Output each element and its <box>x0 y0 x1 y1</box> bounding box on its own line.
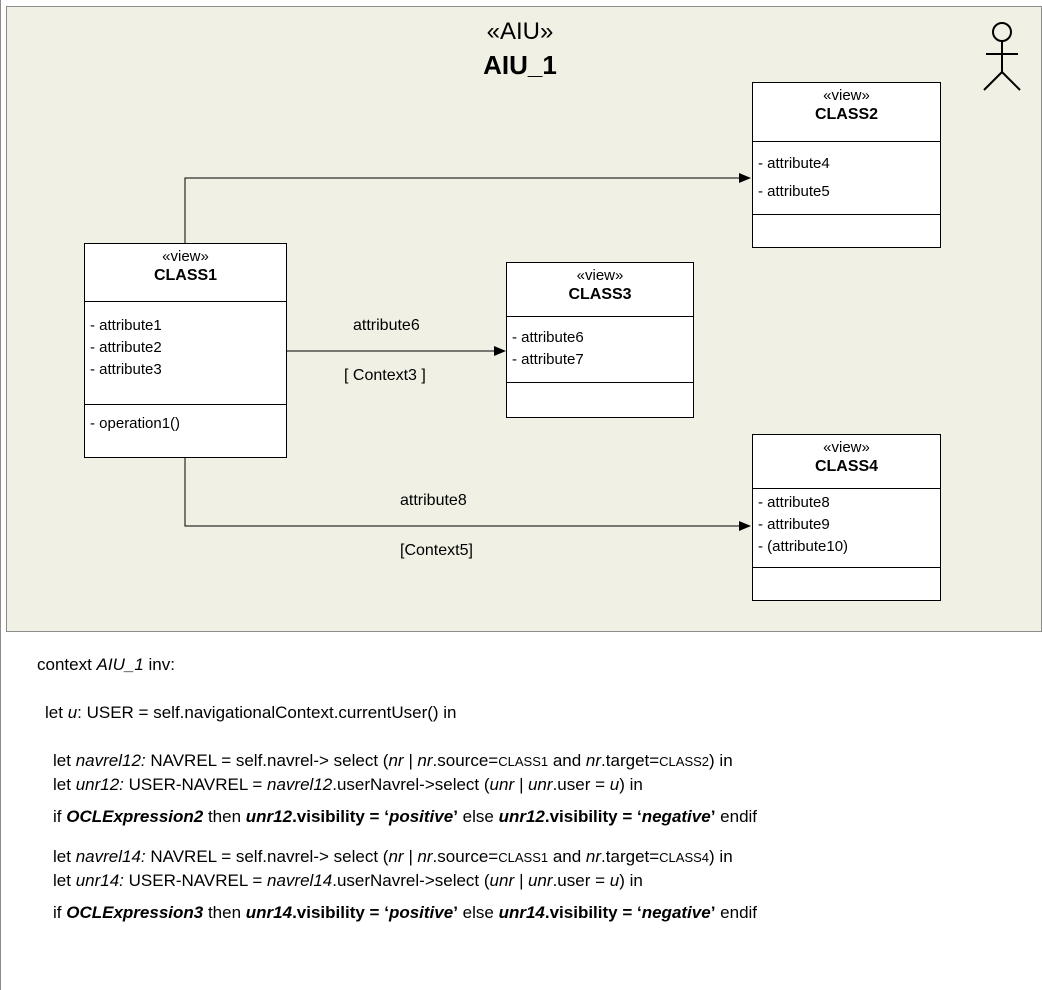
class2-header: «view» CLASS2 <box>753 83 940 142</box>
ocl-context-line: context AIU_1 inv: <box>37 655 175 674</box>
class3-attribute: - attribute6 <box>512 329 584 346</box>
class1-attributes: - attribute1 - attribute2 - attribute3 <box>85 302 286 405</box>
class4-operations <box>753 568 940 576</box>
class3-stereotype: «view» <box>576 267 624 284</box>
class4-name: CLASS4 <box>814 458 879 475</box>
class3-box[interactable]: «view» CLASS3 - attribute6 - attribute7 <box>506 262 694 418</box>
class3-header: «view» CLASS3 <box>507 263 693 317</box>
aiu-stereotype: «AIU» <box>486 18 554 45</box>
ocl-if-unr14-line: if OCLExpression3 then unr14.visibility … <box>53 903 758 922</box>
class1-header: «view» CLASS1 <box>85 244 286 302</box>
edge-class1-class2 <box>184 173 751 244</box>
class1-name: CLASS1 <box>153 267 218 284</box>
class2-box[interactable]: «view» CLASS2 - attribute4 - attribute5 <box>752 82 941 248</box>
class3-attributes: - attribute6 - attribute7 <box>507 317 693 383</box>
ocl-let-unr14-line: let unr14: USER-NAVREL = navrel14.userNa… <box>53 871 643 890</box>
class2-operations <box>753 215 940 223</box>
ocl-let-navrel12-line: let navrel12: NAVREL = self.navrel-> sel… <box>53 751 733 770</box>
page-border <box>0 0 1 990</box>
class3-attribute: - attribute7 <box>512 351 584 368</box>
class1-attribute: - attribute3 <box>90 361 162 378</box>
edge-class1-class4 <box>184 458 751 531</box>
ocl-let-navrel14-line: let navrel14: NAVREL = self.navrel-> sel… <box>53 847 733 866</box>
ocl-let-user-line: let u: USER = self.navigationalContext.c… <box>45 703 457 722</box>
class4-attribute: - attribute8 <box>758 494 830 511</box>
class4-attribute: - attribute9 <box>758 516 830 533</box>
class2-attribute: - attribute4 <box>758 155 830 172</box>
class2-attribute: - attribute5 <box>758 183 830 200</box>
class4-attribute: - (attribute10) <box>758 538 849 555</box>
class1-attribute: - attribute1 <box>90 317 162 334</box>
ocl-let-unr12-line: let unr12: USER-NAVREL = navrel12.userNa… <box>53 775 643 794</box>
class4-box[interactable]: «view» CLASS4 - attribute8 - attribute9 … <box>752 434 941 601</box>
edge-label-attribute8: attribute8 <box>400 492 467 509</box>
class2-name: CLASS2 <box>814 106 879 123</box>
class2-attributes: - attribute4 - attribute5 <box>753 142 940 215</box>
class3-operations <box>507 383 693 391</box>
class2-stereotype: «view» <box>823 87 870 104</box>
class1-operation: - operation1() <box>90 415 181 432</box>
class4-header: «view» CLASS4 <box>753 435 940 489</box>
class4-stereotype: «view» <box>823 439 870 456</box>
class4-attributes: - attribute8 - attribute9 - (attribute10… <box>753 489 940 568</box>
class1-attribute: - attribute2 <box>90 339 162 356</box>
class1-stereotype: «view» <box>162 248 209 265</box>
actor-icon <box>983 22 1021 91</box>
connectors <box>184 173 751 531</box>
class3-name: CLASS3 <box>568 286 632 303</box>
edge-context-context5: [Context5] <box>400 542 473 559</box>
class1-operations: - operation1() <box>85 405 286 435</box>
edge-context-context3: [ Context3 ] <box>344 367 426 384</box>
class1-box[interactable]: «view» CLASS1 - attribute1 - attribute2 … <box>84 243 287 458</box>
edge-label-attribute6: attribute6 <box>353 317 420 334</box>
aiu-title: AIU_1 <box>483 50 557 80</box>
ocl-if-unr12-line: if OCLExpression2 then unr12.visibility … <box>53 807 758 826</box>
